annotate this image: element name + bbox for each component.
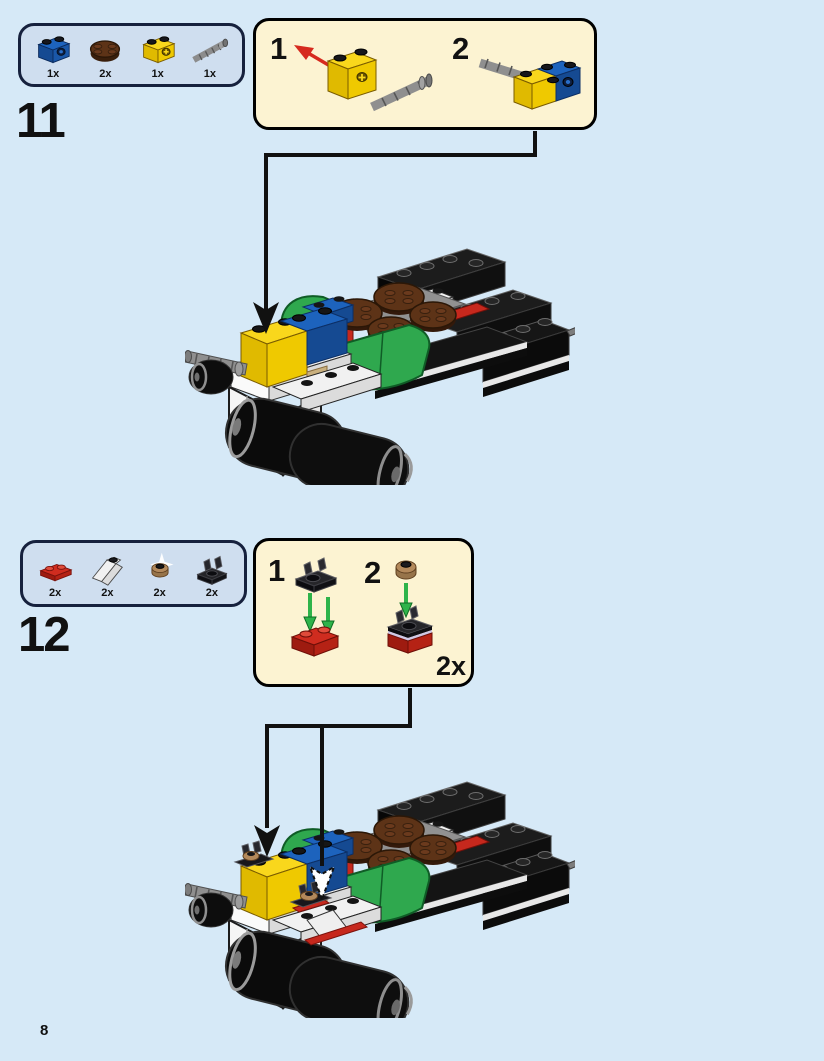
step-11-number: 11 (16, 94, 66, 148)
black-clip-plate-icon (189, 551, 235, 587)
part-yellow-technic-brick: 1x (132, 32, 184, 80)
part-blue-technic-brick: 1x (27, 32, 79, 80)
substep-1-label: 1 (268, 553, 285, 588)
step-12-inset-box: 1 2 (253, 538, 474, 687)
substep-2-label: 2 (364, 555, 381, 590)
assembled-bricks-illustration (478, 58, 582, 110)
part-gray-axle: 1x (184, 32, 236, 80)
part-brown-round-plate: 2x (79, 32, 131, 80)
step-12-parts-box: 2x 2x 2x 2x (20, 540, 247, 607)
step-12-model (185, 780, 575, 1018)
step-12-inset-illustration: 1 2 (268, 553, 466, 681)
step-12-number: 12 (18, 608, 70, 662)
gray-axle-icon (187, 32, 233, 68)
green-arrow (399, 583, 413, 619)
page-number: 8 (40, 1022, 49, 1039)
white-slope-icon (84, 551, 130, 587)
yellow-technic-brick-icon (135, 32, 181, 68)
assembly-illustration (386, 605, 434, 654)
red-plate-illustration (290, 626, 340, 657)
part-count: 1x (203, 68, 216, 80)
part-tan-round-brick: 2x (134, 551, 186, 599)
part-black-clip-plate: 2x (186, 551, 238, 599)
axle-illustration (370, 73, 433, 112)
step-11-inset-box: 1 2 (253, 18, 597, 130)
black-clip-plate-illustration (294, 557, 338, 593)
part-red-plate: 2x (29, 551, 81, 599)
step-11-model (185, 247, 575, 485)
part-count: 1x (151, 68, 164, 80)
brown-round-plate-icon (82, 32, 128, 68)
tan-round-brick-icon (137, 551, 183, 587)
part-white-slope: 2x (81, 551, 133, 599)
yellow-brick-illustration (326, 48, 378, 100)
part-count: 2x (153, 586, 166, 599)
step-11-parts-box: 1x 2x 1x 1x (18, 23, 245, 87)
part-count: 2x (101, 586, 114, 599)
part-count: 2x (99, 68, 112, 80)
substep-1-label: 1 (270, 31, 287, 66)
substep-2-label: 2 (452, 31, 469, 66)
part-count: 1x (47, 68, 60, 80)
part-count: 2x (49, 586, 62, 599)
red-plate-icon (32, 551, 78, 587)
blue-technic-brick-icon (30, 32, 76, 68)
step-11-inset-illustration: 1 2 (270, 31, 582, 112)
tan-brick-illustration (395, 560, 417, 580)
added-red-plate-edge (303, 921, 369, 946)
part-count: 2x (205, 586, 218, 599)
multiplier-label: 2x (436, 651, 466, 681)
